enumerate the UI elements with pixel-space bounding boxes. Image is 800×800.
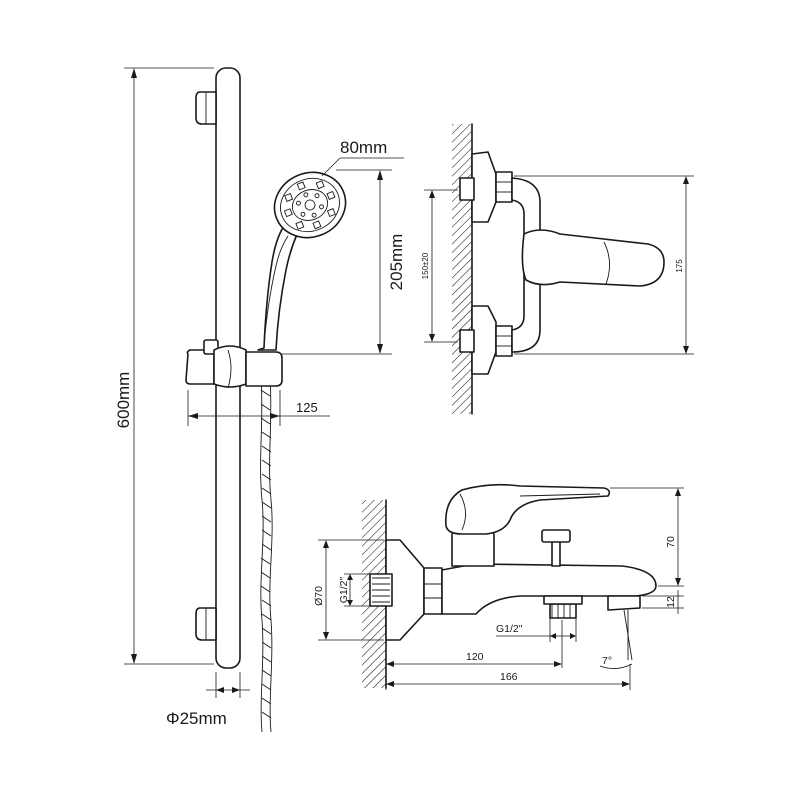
- mixer-handle: [445, 483, 611, 535]
- spout-height-label: 70: [665, 536, 677, 548]
- rail-height-label: 600mm: [114, 372, 133, 429]
- upper-flange: [471, 151, 497, 223]
- handshower-length-label: 205mm: [387, 234, 406, 291]
- centers-label: 150±20: [421, 252, 430, 279]
- outlet-thread-label: G1/2": [496, 623, 523, 635]
- shower-hose: [260, 377, 264, 733]
- spout-body: [441, 563, 657, 615]
- bath-mixer-view: Ø70 G1/2" G1/2" 70 12 7°: [313, 483, 684, 690]
- angle-label: 7°: [602, 655, 612, 667]
- outlet-reach-label: 120: [466, 651, 484, 663]
- lower-flange: [471, 305, 497, 375]
- diverter-knob: [541, 529, 571, 543]
- wall-section-top: [452, 124, 472, 414]
- shower-head: [273, 171, 347, 239]
- head-diameter-label: 80mm: [340, 138, 387, 157]
- inlet-thread-label: G1/2": [338, 576, 350, 603]
- mixer-height-label: 175: [675, 259, 684, 273]
- handshower-handle: [257, 225, 299, 351]
- spout-drop-label: 12: [665, 596, 677, 608]
- holder-offset-label: 125: [296, 400, 318, 415]
- spout-reach-label: 166: [500, 671, 518, 683]
- flange-diameter-label: Ø70: [313, 586, 325, 606]
- mixer-lever-side: [521, 229, 665, 287]
- spout-outlet: [607, 595, 641, 611]
- slider-holder: [185, 349, 215, 385]
- rail-diameter-label: Φ25mm: [166, 709, 227, 728]
- shower-rail-set: 600mm 205mm 80mm 125 Φ25mm: [114, 67, 406, 733]
- mixer-side-view: 150±20 175: [421, 123, 694, 415]
